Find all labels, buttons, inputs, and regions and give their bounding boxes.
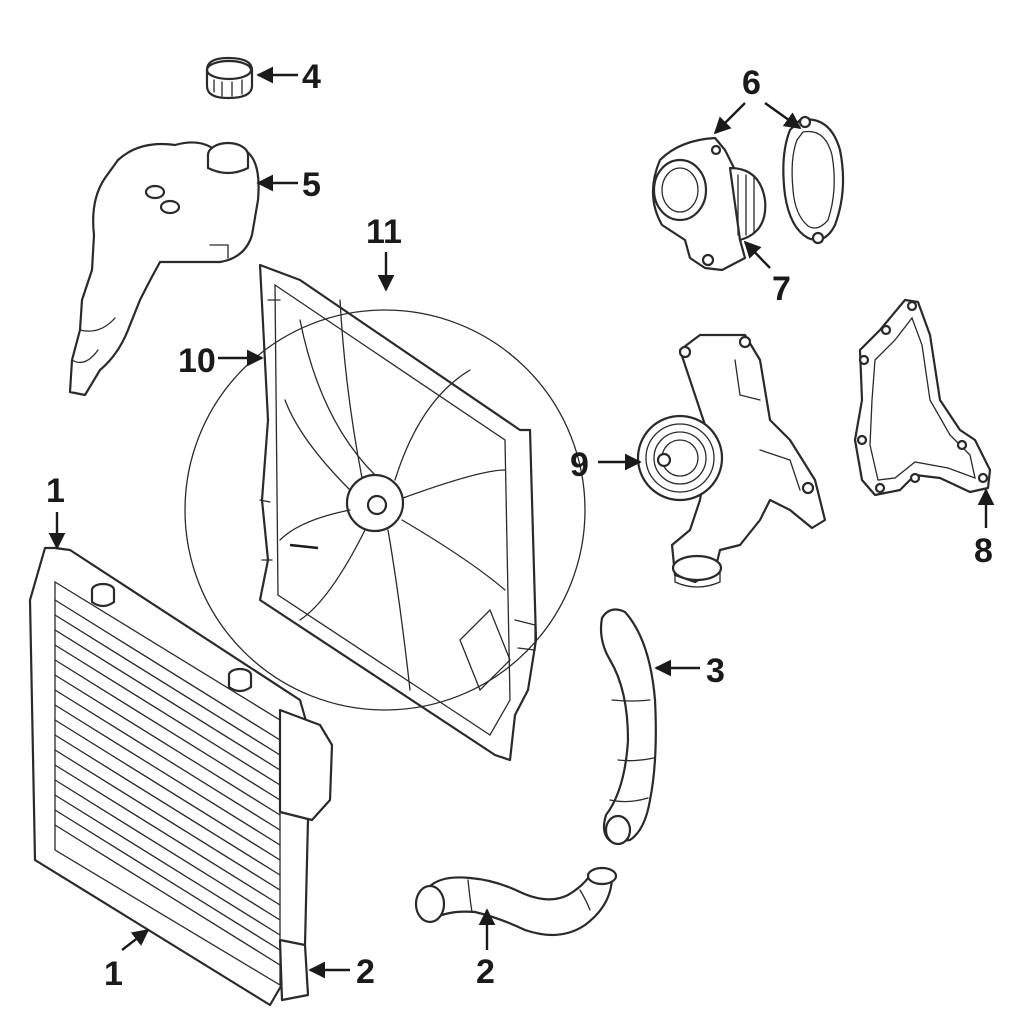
callout-7: 7 [772, 270, 791, 308]
callout-1-bottom: 1 [104, 955, 123, 993]
callout-11: 11 [366, 213, 402, 251]
callout-8: 8 [974, 532, 993, 570]
callout-6: 6 [742, 64, 761, 102]
thermostat-gasket [782, 115, 845, 245]
leader-6-left [713, 102, 746, 135]
water-pump-gasket [853, 298, 992, 497]
thermostat-housing [651, 136, 767, 272]
cooling-fan [184, 299, 586, 711]
leader-1-bottom [121, 928, 150, 951]
radiator-cap [205, 56, 254, 100]
radiator [28, 546, 334, 1007]
leader-arrows [48, 66, 995, 979]
callout-9: 9 [570, 446, 589, 484]
coolant-reservoir [68, 141, 260, 397]
callout-1-top: 1 [46, 472, 65, 510]
callout-3: 3 [706, 652, 725, 690]
leader-7 [743, 240, 771, 269]
callout-5: 5 [302, 166, 321, 204]
lower-hose [414, 866, 618, 937]
water-pump [636, 333, 827, 588]
callout-4: 4 [302, 58, 321, 96]
leader-6-right [764, 102, 802, 129]
upper-hose [599, 608, 657, 846]
callout-2-bottom: 2 [476, 953, 495, 991]
callout-2-right: 2 [356, 953, 375, 991]
callout-10: 10 [178, 342, 216, 380]
callout-labels: 4 5 11 10 1 1 2 2 3 6 7 9 8 [46, 58, 993, 993]
